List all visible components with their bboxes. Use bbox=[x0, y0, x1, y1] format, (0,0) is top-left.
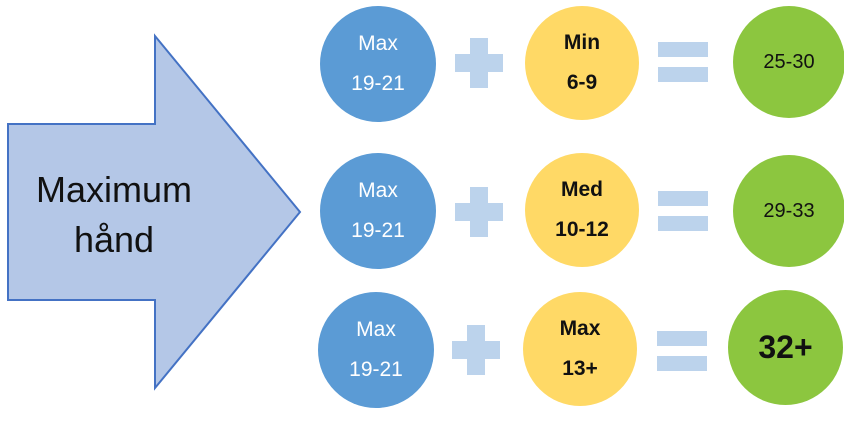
row1-result-text: 25-30 bbox=[763, 50, 815, 73]
row2-max-range: 19-21 bbox=[351, 219, 405, 242]
row2-equals-bottom bbox=[658, 216, 708, 231]
row1-max-circle: Max 19-21 bbox=[320, 6, 436, 122]
row1-equals-bottom bbox=[658, 67, 708, 82]
row1-result-circle: 25-30 bbox=[733, 6, 844, 118]
row1-max-range: 19-21 bbox=[351, 72, 405, 95]
row1-middle-range: 6-9 bbox=[566, 71, 598, 94]
row1-plus-vertical bbox=[470, 38, 488, 88]
row2-equals-top bbox=[658, 191, 708, 206]
row3-result-text: 32+ bbox=[758, 329, 813, 365]
arrow-shape bbox=[7, 33, 302, 391]
row2-result-text: 29-33 bbox=[763, 199, 815, 222]
row2-middle-circle: Med 10-12 bbox=[525, 153, 639, 267]
arrow-label-line2: hånd bbox=[73, 219, 155, 260]
row3-equals-top bbox=[657, 331, 707, 346]
row1-max-label: Max bbox=[358, 32, 398, 55]
row1-middle-label: Min bbox=[563, 31, 601, 54]
row3-max-range: 19-21 bbox=[349, 358, 403, 381]
row2-result-circle: 29-33 bbox=[733, 155, 844, 267]
row3-max-circle: Max 19-21 bbox=[318, 292, 434, 408]
row2-max-circle: Max 19-21 bbox=[320, 153, 436, 269]
arrow-label-line1: Maximum bbox=[35, 169, 192, 210]
row3-plus-vertical bbox=[467, 325, 485, 375]
row2-max-label: Max bbox=[358, 179, 398, 202]
row1-equals-top bbox=[658, 42, 708, 57]
row1-middle-circle: Min 6-9 bbox=[525, 6, 639, 120]
row3-equals-bottom bbox=[657, 356, 707, 371]
row3-middle-label: Max bbox=[559, 317, 601, 340]
row3-middle-circle: Max 13+ bbox=[523, 292, 637, 406]
row2-plus-vertical bbox=[470, 187, 488, 237]
row3-max-label: Max bbox=[356, 318, 396, 341]
row3-result-circle: 32+ bbox=[728, 290, 843, 405]
row3-middle-range: 13+ bbox=[562, 357, 598, 380]
row2-middle-label: Med bbox=[561, 178, 603, 201]
row2-middle-range: 10-12 bbox=[555, 218, 609, 241]
